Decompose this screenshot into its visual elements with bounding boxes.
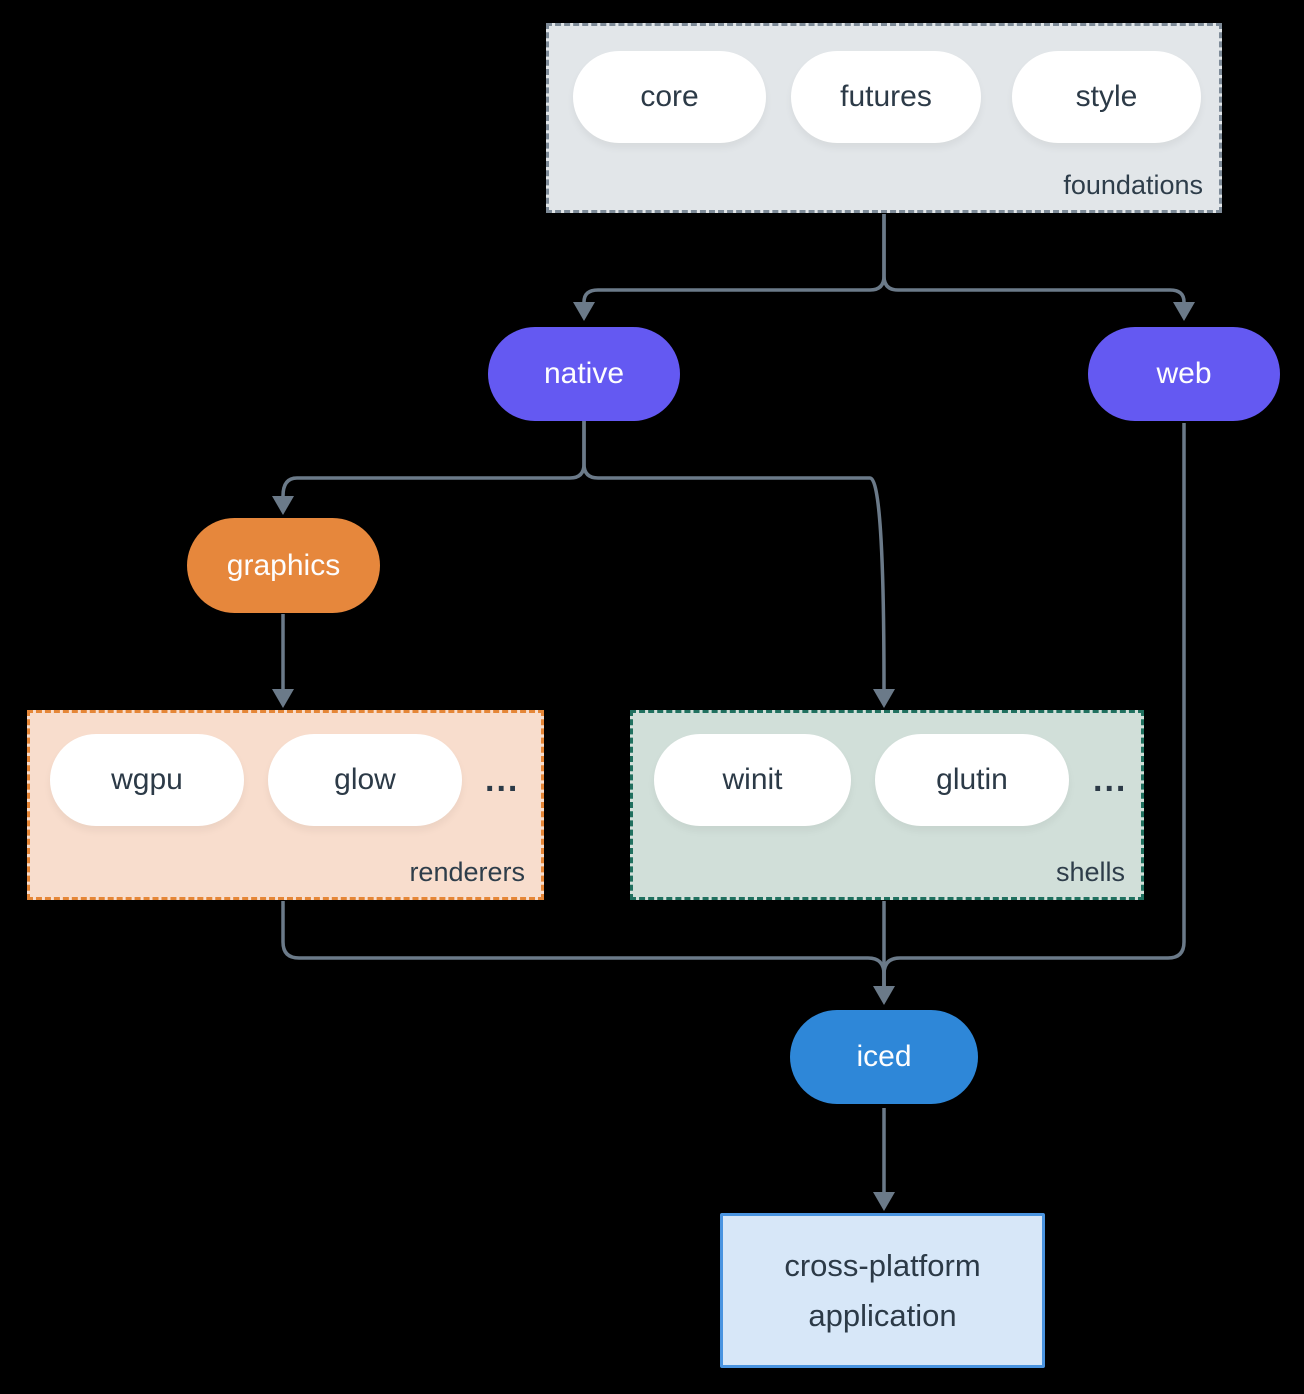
node-glow-label: glow <box>334 763 396 796</box>
node-futures-label: futures <box>840 80 932 113</box>
shells-group-label: shells <box>1055 857 1125 887</box>
node-wgpu-label: wgpu <box>111 763 183 796</box>
edge-foundations-web <box>882 214 1186 303</box>
node-graphics: graphics <box>187 518 380 613</box>
node-winit: winit <box>654 734 851 826</box>
edge-foundations-native <box>582 214 886 303</box>
node-style: style <box>1012 51 1201 143</box>
arrowhead-web <box>1173 302 1195 321</box>
edge-renderers-iced <box>281 901 886 986</box>
edge-native-graphics <box>281 421 586 497</box>
foundations-group-label: foundations <box>1063 170 1203 200</box>
node-glutin-label: glutin <box>936 763 1008 796</box>
node-iced: iced <box>790 1010 978 1104</box>
renderers-ellipsis: ... <box>485 761 520 799</box>
renderers-group-label: renderers <box>409 857 525 887</box>
arrowhead-native <box>573 302 595 321</box>
shells-ellipsis: ... <box>1093 761 1128 799</box>
node-core-label: core <box>640 80 699 113</box>
foundations-group: core futures style foundations <box>546 23 1222 213</box>
app-label-line2: application <box>808 1297 957 1333</box>
node-web-label: web <box>1156 357 1212 390</box>
edge-native-shells <box>582 421 886 690</box>
node-glutin: glutin <box>875 734 1069 826</box>
node-cross-platform-application: cross-platform application <box>720 1213 1045 1368</box>
node-web: web <box>1088 327 1280 421</box>
node-glow: glow <box>268 734 462 826</box>
arrowhead-application <box>873 1192 895 1211</box>
node-style-label: style <box>1075 80 1138 113</box>
node-native: native <box>488 327 680 421</box>
node-wgpu: wgpu <box>50 734 244 826</box>
node-native-label: native <box>543 357 625 390</box>
renderers-group: wgpu glow ... renderers <box>27 710 544 900</box>
shells-group: winit glutin ... shells <box>630 710 1144 900</box>
arrowhead-iced <box>873 986 895 1005</box>
arrowhead-renderers <box>272 689 294 708</box>
arrowhead-shells <box>873 689 895 708</box>
arrowhead-graphics <box>272 496 294 515</box>
node-graphics-label: graphics <box>226 548 341 582</box>
node-iced-label: iced <box>856 1040 912 1073</box>
node-core: core <box>573 51 766 143</box>
node-winit-label: winit <box>722 763 783 796</box>
app-label-line1: cross-platform <box>784 1247 981 1283</box>
edge-web-iced <box>882 423 1186 986</box>
node-futures: futures <box>791 51 981 143</box>
